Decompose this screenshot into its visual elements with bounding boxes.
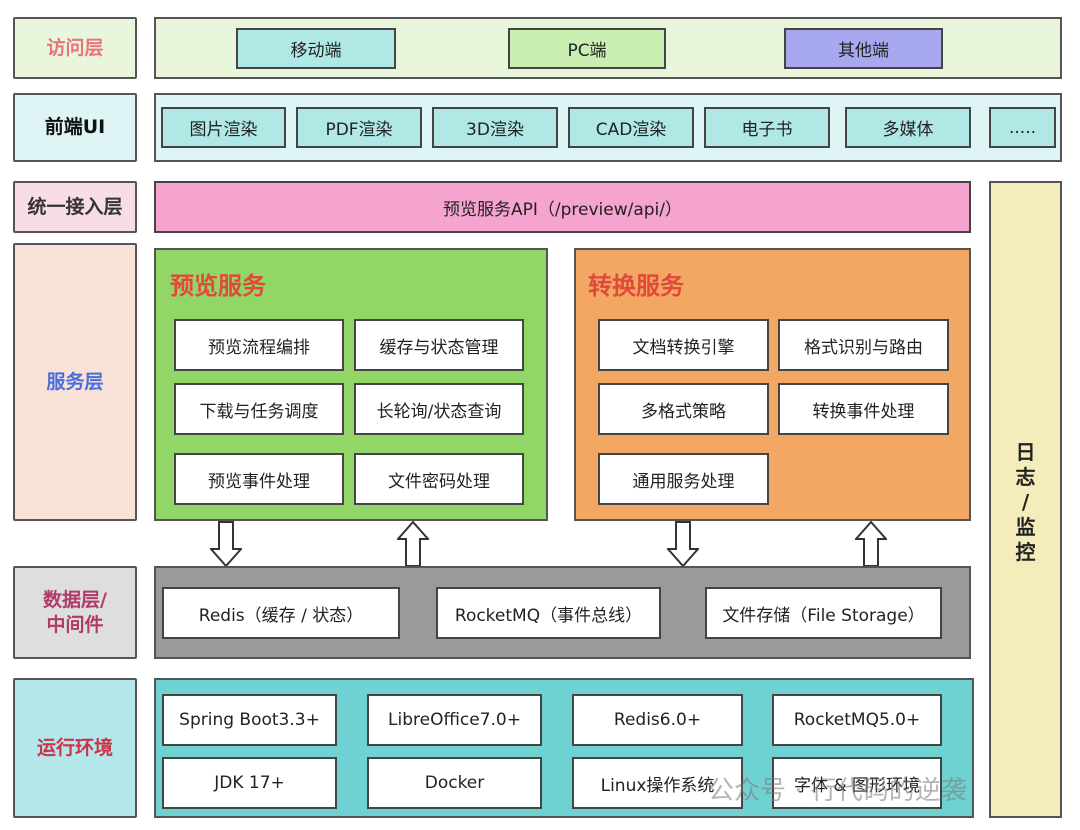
convert-item-multi-format: 多格式策略 (598, 383, 769, 435)
data-item-file-storage: 文件存储（File Storage） (705, 587, 942, 639)
arrow-preview-down (210, 521, 242, 567)
convert-item-event: 转换事件处理 (778, 383, 949, 435)
layer-label-service: 服务层 (13, 243, 137, 521)
layer-label-gateway: 统一接入层 (13, 181, 137, 233)
layer-label-data: 数据层/ 中间件 (13, 566, 137, 659)
frontend-item-ebook: 电子书 (704, 107, 830, 148)
preview-service-title: 预览服务 (170, 272, 266, 300)
data-item-rocketmq: RocketMQ（事件总线） (436, 587, 661, 639)
convert-item-engine: 文档转换引擎 (598, 319, 769, 371)
preview-item-long-poll: 长轮询/状态查询 (354, 383, 524, 435)
convert-item-format-routing: 格式识别与路由 (778, 319, 949, 371)
layer-label-frontend: 前端UI (13, 93, 137, 162)
side-char-1: 日 (1015, 440, 1036, 464)
runtime-item-jdk: JDK 17+ (162, 757, 337, 809)
preview-item-password: 文件密码处理 (354, 453, 524, 505)
frontend-item-3d: 3D渲染 (432, 107, 558, 148)
frontend-item-pdf: PDF渲染 (296, 107, 422, 148)
logging-monitoring-label: 日 志 / 监 控 (989, 440, 1062, 565)
arrow-preview-up (397, 521, 429, 567)
runtime-item-fonts-graphics: 字体 & 图形环境 (772, 757, 942, 809)
side-char-2: 志 (1015, 465, 1036, 489)
watermark-text: 公众号 · 行代码的逆袭 (708, 776, 967, 806)
frontend-item-more: ..... (989, 107, 1056, 148)
preview-item-download-schedule: 下载与任务调度 (174, 383, 344, 435)
logging-monitoring-panel (989, 181, 1062, 818)
runtime-item-docker: Docker (367, 757, 542, 809)
access-item-other: 其他端 (784, 28, 943, 69)
data-item-redis: Redis（缓存 / 状态） (162, 587, 400, 639)
access-item-pc: PC端 (508, 28, 666, 69)
convert-item-common: 通用服务处理 (598, 453, 769, 505)
frontend-item-image: 图片渲染 (161, 107, 286, 148)
frontend-item-cad: CAD渲染 (568, 107, 694, 148)
preview-item-cache-state: 缓存与状态管理 (354, 319, 524, 371)
layer-label-access: 访问层 (13, 17, 137, 79)
preview-item-event: 预览事件处理 (174, 453, 344, 505)
runtime-item-redis: Redis6.0+ (572, 694, 743, 746)
layer-label-runtime: 运行环境 (13, 678, 137, 818)
runtime-item-libreoffice: LibreOffice7.0+ (367, 694, 542, 746)
runtime-item-linux: Linux操作系统 (572, 757, 743, 809)
side-char-4: 监 (1015, 515, 1036, 539)
preview-item-orchestration: 预览流程编排 (174, 319, 344, 371)
runtime-item-spring-boot: Spring Boot3.3+ (162, 694, 337, 746)
gateway-api-bar: 预览服务API（/preview/api/） (154, 181, 971, 233)
runtime-item-rocketmq: RocketMQ5.0+ (772, 694, 942, 746)
side-char-5: 控 (1015, 540, 1036, 564)
arrow-convert-up (855, 521, 887, 567)
frontend-item-media: 多媒体 (845, 107, 971, 148)
arrow-convert-down (667, 521, 699, 567)
side-char-3: / (1021, 490, 1030, 514)
convert-service-title: 转换服务 (588, 272, 684, 300)
access-item-mobile: 移动端 (236, 28, 396, 69)
